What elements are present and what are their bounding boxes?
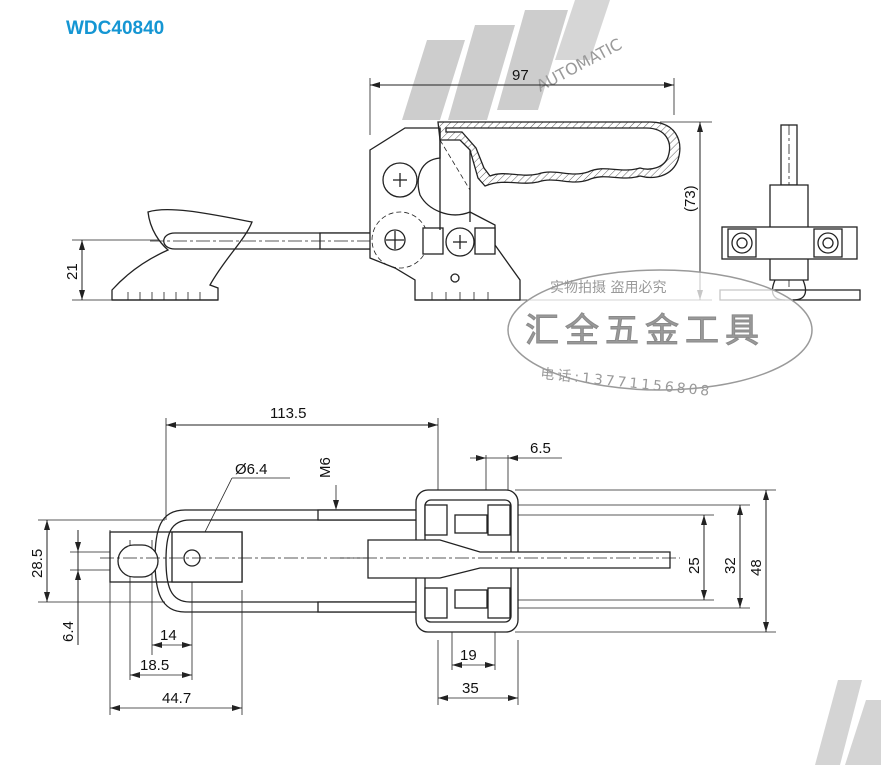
top-view [38,418,776,715]
dim-hole: Ø6.4 [235,461,268,478]
watermark-stamp: 实物拍摄 盗用必究 汇全五金工具 电话:13771156808 [507,269,813,400]
dim-44-7: 44.7 [162,690,191,707]
side-view [72,78,712,301]
dim-6-5: 6.5 [530,440,551,457]
stamp-line-2: 汇全五金工具 [525,311,765,351]
dim-35: 35 [462,680,479,697]
dim-14: 14 [160,627,177,644]
dim-6-4: 6.4 [60,621,77,642]
stamp-line-1: 实物拍摄 盗用必究 [550,280,666,296]
dim-19: 19 [460,647,477,664]
dim-m6: M6 [317,457,334,478]
end-view [719,124,861,301]
dim-28-5: 28.5 [29,549,46,578]
watermark-logo-corner [815,680,881,765]
dim-97: 97 [512,67,529,84]
dim-25: 25 [686,557,703,574]
dim-113-5: 113.5 [270,405,306,422]
dim-32: 32 [722,557,739,574]
dim-48: 48 [748,559,765,576]
model-code: WDC40840 [66,18,165,39]
dim-73: (73) [682,185,699,212]
dim-21: 21 [64,263,81,280]
dim-18-5: 18.5 [140,657,169,674]
